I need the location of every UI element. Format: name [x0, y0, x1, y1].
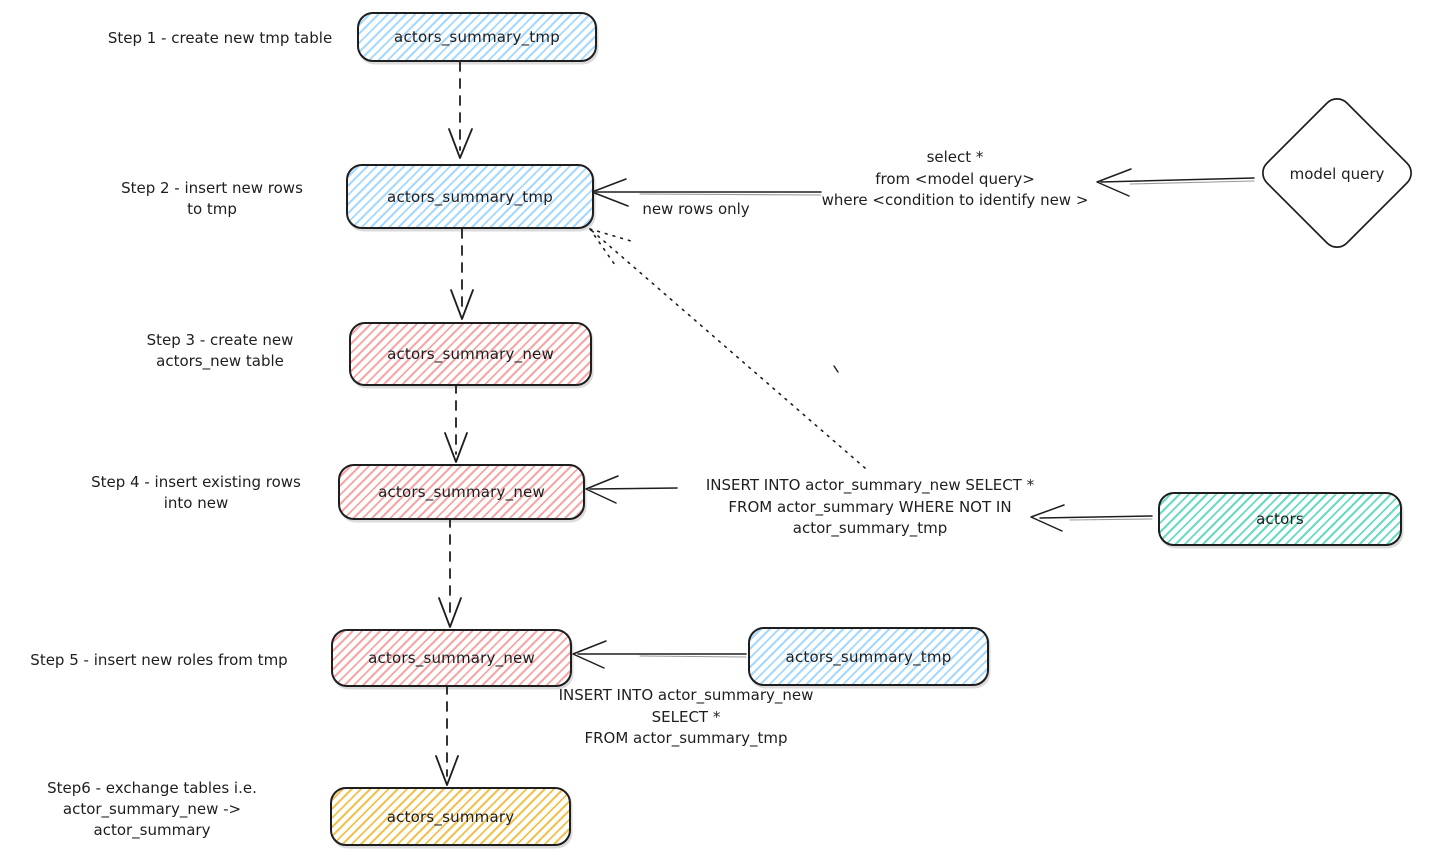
sql-line: where <condition to identify new > — [821, 191, 1089, 209]
arrow-step5-to-step6 — [435, 684, 459, 786]
label-line: actor_summary_new -> actor_summary — [62, 800, 242, 839]
sql-line: SELECT * — [651, 707, 721, 726]
annotation-insert-from-tmp-sql: INSERT INTO actor_summary_new SELECT * F… — [536, 685, 836, 750]
label-step1: Step 1 - create new tmp table — [95, 28, 345, 49]
node-step5-new-table: actors_summary_new — [331, 629, 572, 687]
arrow-step1-to-step2 — [448, 61, 473, 159]
node-step4-new-table: actors_summary_new — [338, 464, 585, 520]
label-step2: Step 2 - insert new rows to tmp — [112, 178, 312, 220]
arrow-step4-to-step5 — [438, 517, 462, 628]
node-step2-tmp-table: actors_summary_tmp — [346, 164, 594, 229]
arrow-tmp-to-step5 — [572, 640, 747, 669]
label-line: Step 4 - insert existing rows — [91, 473, 301, 491]
sql-line: FROM actor_summary WHERE NOT IN — [728, 497, 1012, 516]
node-step5-source-tmp-table: actors_summary_tmp — [748, 627, 989, 686]
sql-line: actor_summary_tmp — [792, 519, 948, 537]
label-step6: Step6 - exchange tables i.e. actor_summa… — [5, 778, 299, 841]
label-line: into new — [163, 494, 229, 512]
arrow-dotted-sql-to-step2 — [589, 228, 866, 469]
model-query-label: model query — [1289, 165, 1385, 183]
arrow-step3-to-step4 — [444, 383, 468, 463]
model-query-diamond-shape — [1262, 98, 1412, 248]
arrow-step2-to-step3 — [450, 228, 474, 320]
annotation-insert-existing-sql: INSERT INTO actor_summary_new SELECT * F… — [680, 475, 1060, 540]
arrow-actors-to-insert-existing — [1030, 504, 1153, 532]
sql-line: INSERT INTO actor_summary_new — [558, 686, 814, 704]
label-line: actors_new table — [156, 352, 284, 370]
label-step4: Step 4 - insert existing rows into new — [76, 472, 316, 514]
label-step5: Step 5 - insert new roles from tmp — [28, 650, 290, 671]
label-line: Step6 - exchange tables i.e. — [47, 779, 257, 797]
label-line: to tmp — [187, 200, 237, 218]
label-step3: Step 3 - create new actors_new table — [120, 330, 320, 372]
stray-mark — [833, 365, 839, 373]
sql-line: from <model query> — [875, 169, 1035, 188]
annotation-query-sql: select * from <model query> where <condi… — [805, 147, 1105, 212]
sql-line: FROM actor_summary_tmp — [584, 729, 788, 747]
arrow-model-query-to-text — [1096, 168, 1255, 197]
sql-line: INSERT INTO actor_summary_new SELECT * — [705, 476, 1035, 494]
arrow-insert-existing-to-step4 — [585, 475, 678, 504]
label-line: Step 3 - create new — [146, 331, 294, 349]
label-line: Step 5 - insert new roles from tmp — [30, 651, 288, 669]
node-step1-tmp-table: actors_summary_tmp — [357, 12, 597, 62]
label-line: Step 2 - insert new rows — [121, 179, 303, 197]
annotation-new-rows-only: new rows only — [642, 200, 750, 218]
node-step3-new-table: actors_summary_new — [349, 322, 592, 386]
label-line: Step 1 - create new tmp table — [107, 29, 333, 47]
node-actors-table: actors — [1158, 492, 1402, 546]
node-result-summary-table: actors_summary — [330, 787, 571, 846]
sql-line: select * — [926, 148, 984, 166]
